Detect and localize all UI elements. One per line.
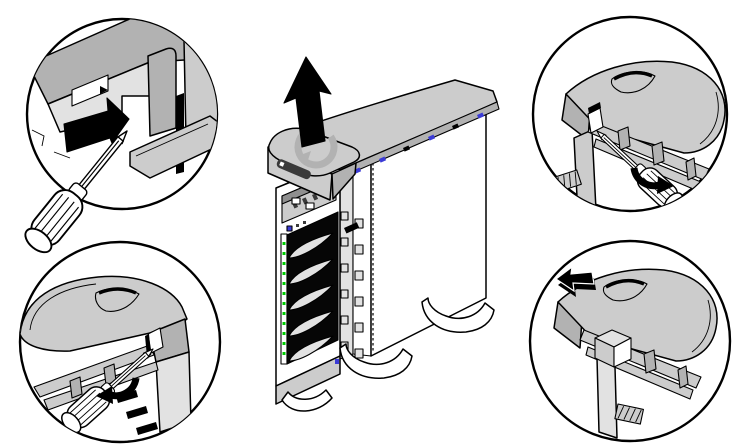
bezel-cap-top bbox=[20, 275, 188, 352]
cap-slide-detail bbox=[553, 265, 719, 439]
mounting-post bbox=[594, 329, 632, 368]
callout-top-left bbox=[19, 17, 219, 259]
latch-pocket bbox=[71, 74, 109, 107]
callout-bottom-left bbox=[18, 240, 222, 444]
front-foot bbox=[281, 389, 333, 412]
drive-handles bbox=[288, 232, 334, 362]
front-bezel bbox=[275, 161, 341, 412]
cap-latch-detail bbox=[551, 59, 727, 211]
latch-square-column bbox=[340, 211, 364, 359]
callout-bottom-right bbox=[528, 239, 732, 443]
tower-chassis bbox=[267, 56, 500, 412]
lift-up-arrow-icon bbox=[283, 56, 332, 148]
front-base bbox=[275, 355, 341, 405]
small-right-arrow-icon bbox=[100, 86, 108, 94]
brand-logo bbox=[276, 159, 311, 180]
top-cover bbox=[267, 56, 500, 210]
drive-led-column bbox=[282, 242, 286, 355]
push-right-arrow-icon bbox=[63, 97, 130, 153]
bezel-cap bbox=[267, 125, 361, 210]
chassis-latch-detail bbox=[27, 19, 217, 179]
feet bbox=[339, 297, 495, 379]
bezel-cap-pry-detail bbox=[20, 275, 192, 438]
ribbed-connector bbox=[614, 403, 644, 425]
status-led bbox=[286, 225, 293, 232]
callout-top-right bbox=[531, 15, 729, 213]
slide-left-arrow-icon bbox=[554, 265, 596, 297]
mounting-rail bbox=[596, 357, 618, 439]
